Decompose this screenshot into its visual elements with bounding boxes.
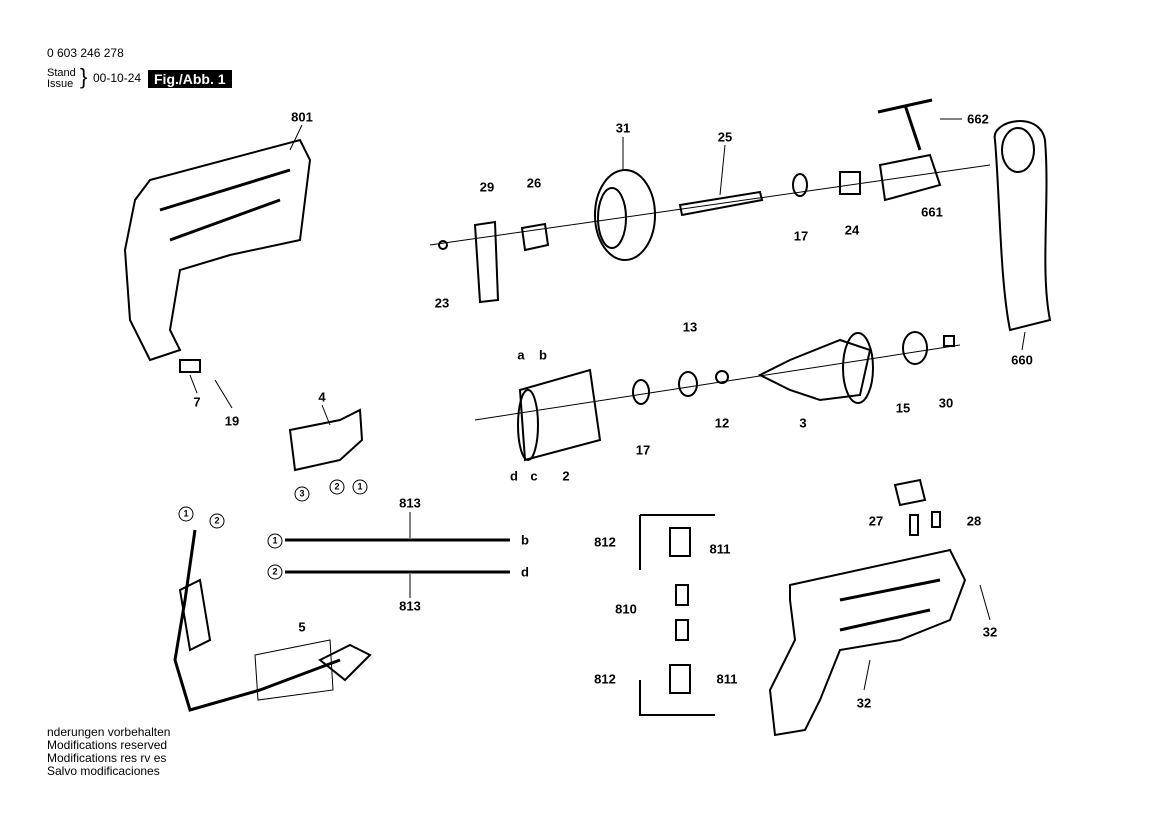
plate-29 [473,220,500,304]
brush-holder-811 [669,664,691,694]
part-callout: 32 [982,624,998,640]
housing-half [123,138,312,362]
part-callout: 812 [594,671,616,687]
part-callout: 801 [291,109,313,125]
wire-marker: 2 [209,513,225,529]
brush-holder-811 [669,527,691,557]
part-callout: 26 [526,175,542,191]
wire-marker: 2 [267,564,283,580]
part-callout: 13 [682,319,698,335]
part-callout: 19 [224,413,240,429]
part-callout: 813 [399,598,421,614]
part-callout: 17 [635,442,651,458]
nut-26 [520,222,550,252]
armature-3 [757,338,872,402]
brace: } [80,64,88,89]
shaft-25 [678,190,764,217]
wire-marker: 3 [294,486,310,502]
bearing-13 [678,371,698,397]
chuck-661 [878,153,942,202]
issue-label: Issue [47,78,74,90]
part-callout: 25 [717,129,733,145]
footer-line: nderungen vorbehalten [47,725,171,739]
gear-31 [594,169,656,261]
part-callout: 3 [799,415,807,431]
wire-marker: 1 [267,533,283,549]
footer-line: Salvo modificaciones [47,764,160,778]
part-callout: 28 [966,513,982,529]
part-callout: 5 [298,619,306,635]
part-callout: b [539,347,547,363]
part-callout: 27 [868,513,884,529]
footer-line: Modifications res rv es [47,751,167,765]
part-callout: 23 [434,295,450,311]
bearing-15 [902,331,928,365]
part-callout: c [530,468,538,484]
key-662 [877,98,933,151]
part-callout: 32 [856,695,872,711]
plug [318,643,372,682]
part-callout: 811 [709,541,731,557]
part-callout: 660 [1011,352,1033,368]
aux-handle [993,120,1052,332]
part-callout: 4 [318,389,326,405]
part-callout: 24 [844,222,860,238]
issue-date: 00-10-24 [93,71,142,85]
part-callout: d [510,468,518,484]
part-callout: 29 [479,179,495,195]
part-callout: 17 [793,228,809,244]
part-number: 0 603 246 278 [47,46,124,60]
part-callout: 811 [716,671,738,687]
brush-810 [675,584,689,606]
part-callout: b [521,532,529,548]
housing-half [768,548,967,737]
wire-marker: 2 [329,479,345,495]
part-callout: a [517,347,525,363]
footer-line: Modifications reserved [47,738,168,752]
part-callout: 662 [967,111,989,127]
part-callout: 813 [399,495,421,511]
stator-2 [518,368,602,462]
part-callout: 12 [714,415,730,431]
bearing-17 [632,379,650,405]
part-callout: 7 [193,394,201,410]
part-7 [179,359,201,373]
stand-label: Stand [47,67,76,79]
part-callout: 812 [594,534,616,550]
part-callout: 31 [615,120,631,136]
part-callout: 661 [921,204,943,220]
bush-24 [839,171,861,195]
power-cord [173,529,341,712]
figure-label: Fig./Abb. 1 [148,70,232,88]
brush-810 [675,619,689,641]
part-callout: 810 [615,601,637,617]
part-callout: 30 [938,395,954,411]
ring-17 [792,173,808,197]
wire-marker: 1 [352,479,368,495]
wire-marker: 1 [178,506,194,522]
switch [288,408,364,472]
part-callout: 2 [562,468,570,484]
part-callout: 15 [895,400,911,416]
part-callout: d [521,564,529,580]
